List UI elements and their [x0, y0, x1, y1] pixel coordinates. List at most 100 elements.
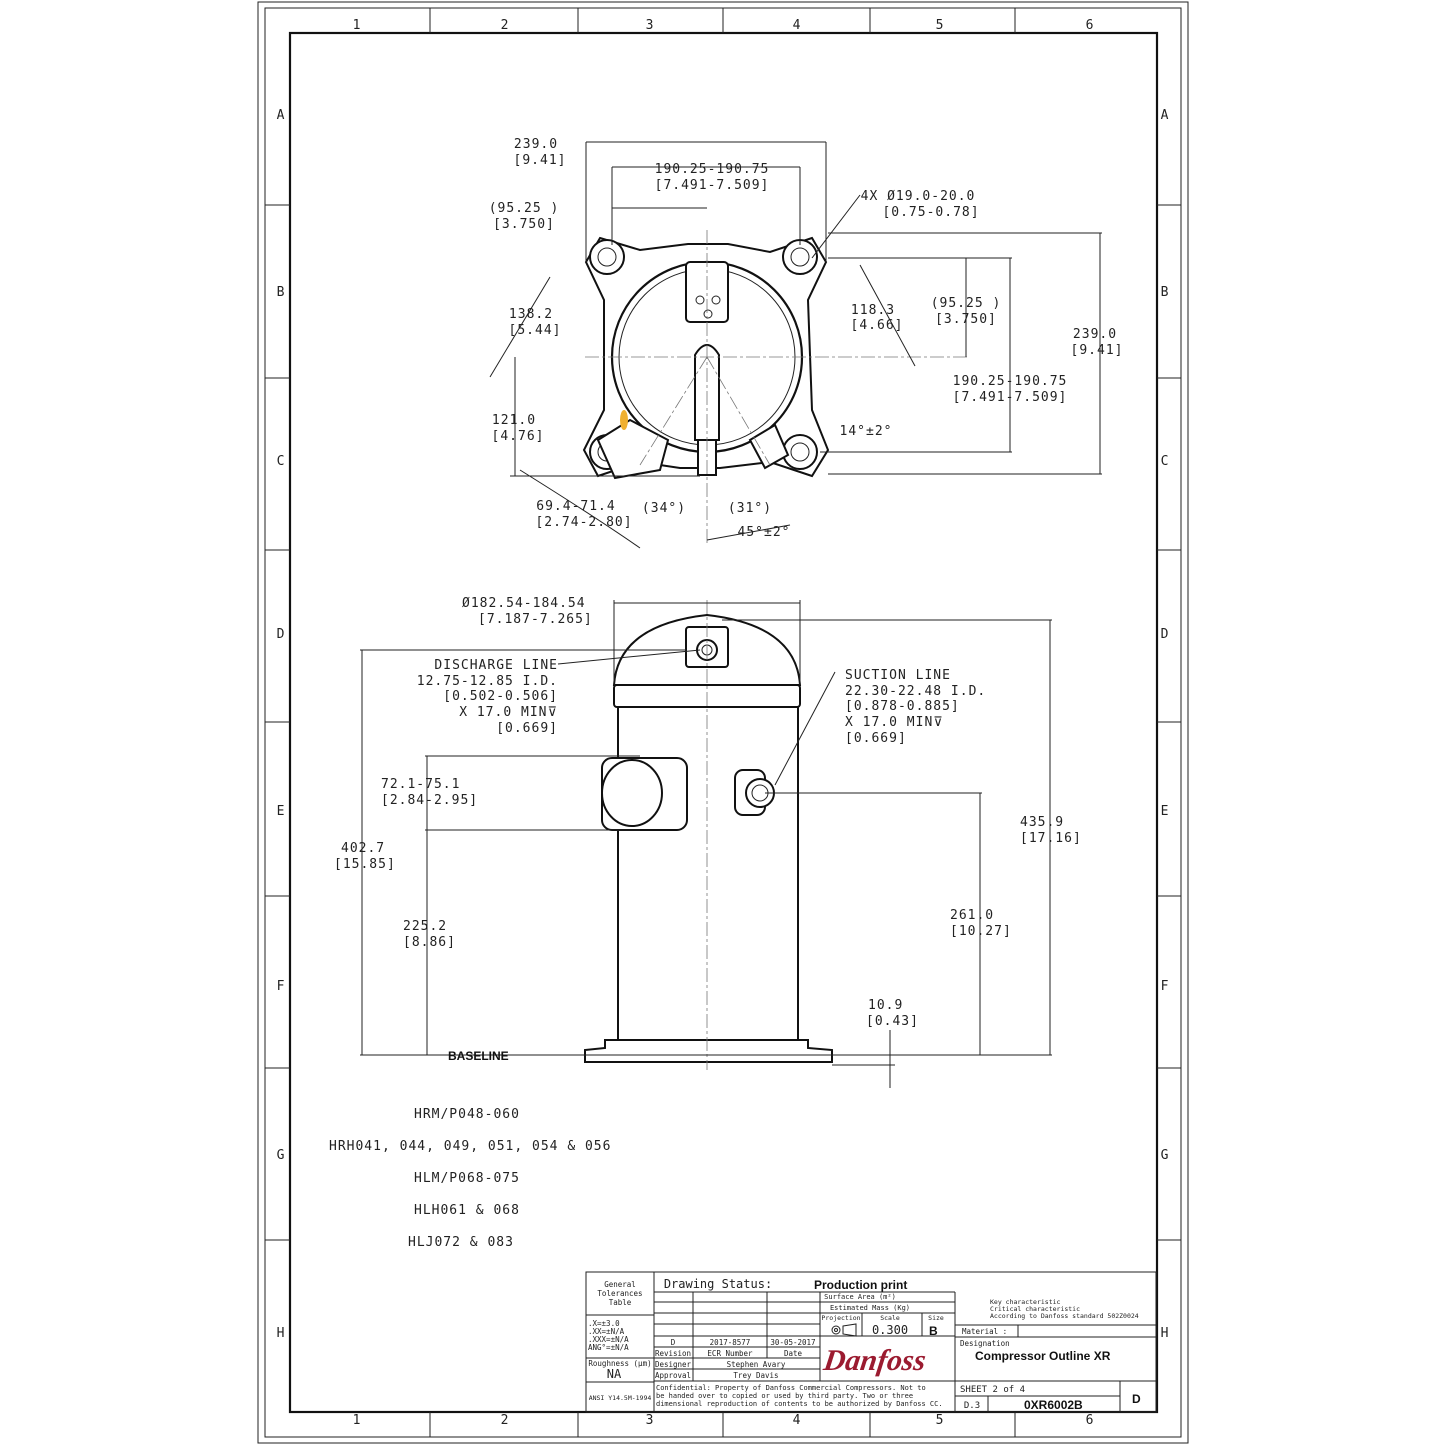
standard-note: According to Danfoss standard 502Z0024 — [990, 1312, 1139, 1320]
zone-row: H — [277, 1326, 286, 1341]
zone-row: A — [1161, 108, 1170, 123]
title-block: General Tolerances Table .X=±3.0 .XX=±N/… — [585, 1271, 1157, 1413]
dim-118: 118.3 — [851, 303, 895, 318]
dim-72: 72.1-75.1 — [381, 777, 460, 792]
dim-402-in: [15.85] — [334, 857, 396, 872]
outer-border — [257, 1, 1189, 1444]
dim-225: 225.2 — [403, 919, 447, 934]
dim-angle-34: (34°) — [642, 501, 686, 516]
zone-col: 4 — [793, 1413, 802, 1428]
size-value: B — [929, 1324, 938, 1338]
zone-row: E — [1161, 804, 1170, 819]
danfoss-logo-text: Danfoss — [821, 1343, 928, 1377]
designer-label: Designer — [655, 1360, 692, 1369]
dim-bolt-spacing-v: 190.25-190.75 — [953, 374, 1068, 389]
dim-mount-holes-in: [0.75-0.78] — [882, 205, 979, 220]
dim-bolt-spacing: 190.25-190.75 — [655, 162, 770, 177]
dim-435: 435.9 — [1020, 815, 1064, 830]
zone-row: C — [1161, 454, 1170, 469]
dim-435-in: [17.16] — [1020, 831, 1082, 846]
zone-col: 6 — [1086, 18, 1095, 33]
zone-col: 2 — [501, 1413, 510, 1428]
scale-label: Scale — [880, 1314, 900, 1322]
tolerances-title: Table — [609, 1298, 632, 1307]
tolerance: .X=±3.0 — [588, 1319, 620, 1328]
zone-ticks — [265, 8, 1181, 1437]
model-item: HLH061 & 068 — [414, 1203, 520, 1218]
confidential-note: dimensional reproduction of contents to … — [656, 1400, 943, 1408]
tolerance: .XXX=±N/A — [588, 1335, 629, 1344]
dim-mount-holes: 4X Ø19.0-20.0 — [861, 189, 976, 204]
estimated-mass: Estimated Mass (Kg) — [830, 1304, 910, 1312]
dim-half-spacing: (95.25 ) — [489, 201, 560, 216]
dim-10-in: [0.43] — [866, 1014, 919, 1029]
zone-col: 6 — [1086, 1413, 1095, 1428]
side-view: Ø182.54-184.54 [7.187-7.265] DISCHARGE L… — [334, 596, 1082, 1088]
zone-col: 3 — [646, 18, 655, 33]
dim-half-spacing-in: [3.750] — [493, 217, 555, 232]
baseline-label: BASELINE — [448, 1049, 509, 1063]
discharge-id: 12.75-12.85 I.D. — [417, 674, 558, 689]
zone-row: H — [1161, 1326, 1170, 1341]
zone-row: D — [1161, 627, 1170, 642]
model-list: HRM/P048-060 HRH041, 044, 049, 051, 054 … — [329, 1107, 611, 1250]
surface-area: Surface Area (m²) — [824, 1293, 896, 1301]
dim-angle-14: 14°±2° — [840, 424, 893, 439]
zone-row: F — [1161, 979, 1170, 994]
zone-col: 5 — [936, 1413, 945, 1428]
dim-138: 138.2 — [509, 307, 553, 322]
approval: Trey Davis — [733, 1371, 778, 1380]
dim-bolt-spacing-in: [7.491-7.509] — [655, 178, 770, 193]
confidential-note: Confidential: Property of Danfoss Commer… — [656, 1384, 926, 1392]
scale-value: 0.300 — [872, 1323, 908, 1337]
drawing-number: 0XR6002B — [1024, 1398, 1083, 1412]
suction-depth: X 17.0 MIN⊽ — [845, 715, 944, 730]
dim-261-in: [10.27] — [950, 924, 1012, 939]
zone-row: B — [1161, 285, 1170, 300]
zone-col: 4 — [793, 18, 802, 33]
dim-half-spacing-v-in: [3.750] — [935, 312, 997, 327]
discharge-depth-in: [0.669] — [496, 721, 558, 736]
drawing-status-label: Drawing Status: — [664, 1277, 772, 1291]
standard: ANSI Y14.5M-1994 — [589, 1394, 652, 1402]
dim-half-spacing-v: (95.25 ) — [931, 296, 1002, 311]
dim-121-in: [4.76] — [492, 429, 545, 444]
model-item: HLM/P068-075 — [414, 1171, 520, 1186]
dim-overall-width-in: [9.41] — [514, 153, 567, 168]
material-label: Material : — [962, 1327, 1007, 1336]
zone-row: F — [277, 979, 286, 994]
ecr-number: 2017-8577 — [710, 1338, 751, 1347]
zone-row: B — [277, 285, 286, 300]
tolerances-title: Tolerances — [597, 1289, 642, 1298]
zone-col: 5 — [936, 18, 945, 33]
dim-bolt-spacing-v-in: [7.491-7.509] — [953, 390, 1068, 405]
zone-labels: 1 2 3 4 5 6 1 2 3 4 5 6 A B C D E F G H … — [277, 18, 1170, 1428]
confidential-note: be handed over to copied or used by thir… — [656, 1392, 913, 1400]
dim-overall-depth-in: [9.41] — [1071, 343, 1124, 358]
zone-row: A — [277, 108, 286, 123]
designation-label: Designation — [960, 1339, 1010, 1348]
suction-line-label: SUCTION LINE — [845, 668, 951, 683]
zone-col: 2 — [501, 18, 510, 33]
zone-row: G — [1161, 1148, 1170, 1163]
discharge-line-label: DISCHARGE LINE — [434, 658, 558, 673]
dim-shell-diameter: Ø182.54-184.54 — [462, 596, 586, 611]
revision-label: Revision — [655, 1349, 691, 1358]
model-item: HRM/P048-060 — [414, 1107, 520, 1122]
dim-118-in: [4.66] — [851, 318, 904, 333]
dim-overall-width: 239.0 — [514, 137, 558, 152]
model-item: HRH041, 044, 049, 051, 054 & 056 — [329, 1139, 611, 1154]
dim-10: 10.9 — [868, 998, 903, 1013]
date-label: Date — [784, 1349, 803, 1358]
tolerance: ANG°=±N/A — [588, 1343, 629, 1352]
dim-138-in: [5.44] — [509, 323, 562, 338]
roughness-value: NA — [607, 1367, 622, 1381]
suction-depth-in: [0.669] — [845, 731, 907, 746]
suction-id: 22.30-22.48 I.D. — [845, 684, 986, 699]
key-characteristic: Key characteristic — [990, 1298, 1061, 1306]
critical-characteristic: Critical characteristic — [990, 1305, 1080, 1313]
dim-angle-31: (31°) — [728, 501, 772, 516]
tolerances-title: General — [604, 1280, 636, 1289]
zone-row: E — [277, 804, 286, 819]
